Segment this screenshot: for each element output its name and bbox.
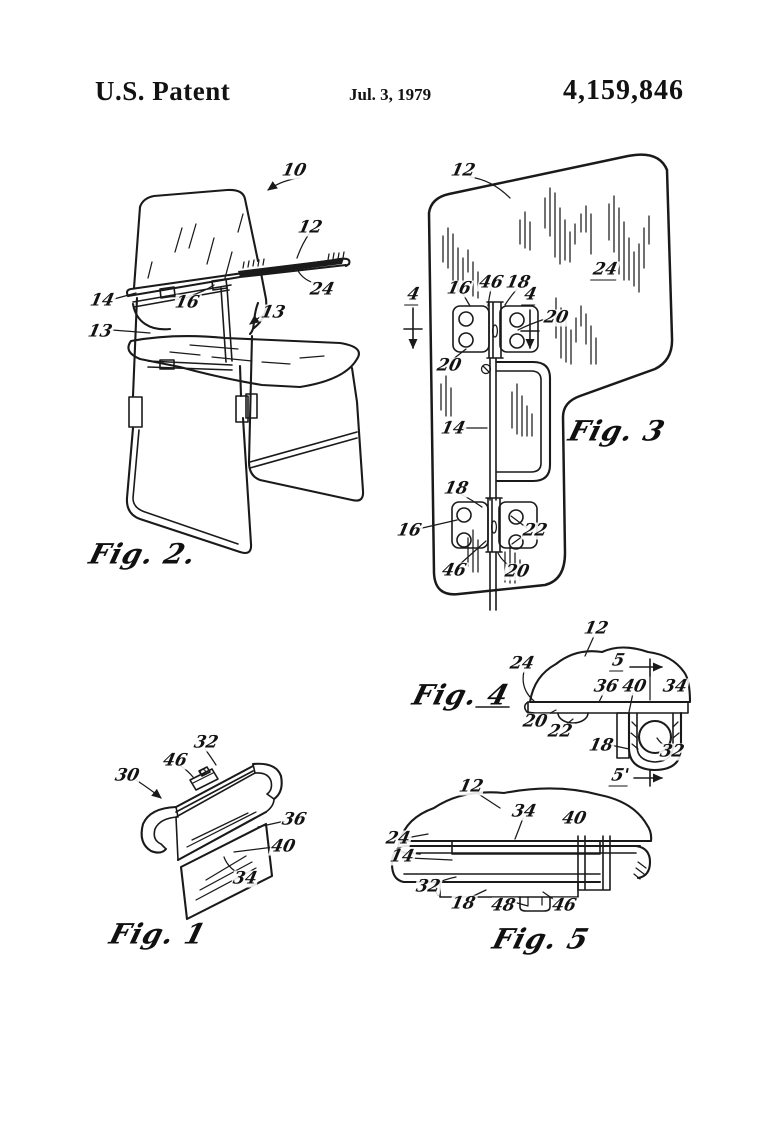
fig3-mounting-rod: [489, 357, 497, 611]
fig3-upper-hinge: [452, 301, 539, 359]
fig5-bottom-board: [451, 840, 601, 855]
fig3-tablet-outline: [427, 153, 674, 596]
fig4-roll-clamp: [627, 711, 683, 772]
patent-header-date: Jul. 3, 1979: [349, 85, 432, 104]
fig3-tablet-drawing: [403, 153, 674, 611]
fig5-strap-clamp: [577, 835, 611, 891]
fig3-wood-grain: [440, 187, 650, 584]
fig5-lower-flange: [439, 881, 579, 898]
fig4-section-line-5: [629, 658, 663, 787]
fig2-backrest: [138, 188, 260, 263]
patent-header-number: 4,159,846: [563, 75, 684, 106]
fig4-bottom-board: [527, 701, 689, 714]
fig3-arm-tube: [480, 360, 552, 483]
fig2-right-runner: [247, 334, 365, 502]
fig4-section-drawing: [475, 635, 692, 787]
fig3-section-line-4: [403, 307, 540, 349]
fig5-latch-tab: [519, 896, 551, 912]
fig2-chair-drawing: [111, 177, 365, 555]
fig4-clamp-leg: [616, 712, 630, 759]
fig1-right-saddle: [251, 762, 283, 801]
fig1-top-clamp: [189, 766, 219, 791]
fig5-arm-tube: [390, 844, 652, 884]
fig1-left-saddle: [140, 805, 179, 854]
fig3-lower-hinge: [451, 497, 538, 553]
fig2-left-runner: [125, 416, 253, 555]
fig1-bracket-drawing: [135, 748, 286, 921]
fig5-tablet-section: [398, 787, 653, 843]
fig4-tablet-section: [528, 646, 692, 704]
patent-header-title: U.S. Patent: [95, 76, 231, 106]
fig2-seat: [127, 335, 360, 389]
fig5-section-drawing: [390, 787, 653, 912]
fig1-body: [174, 764, 275, 862]
fig4-pivot: [557, 712, 589, 724]
